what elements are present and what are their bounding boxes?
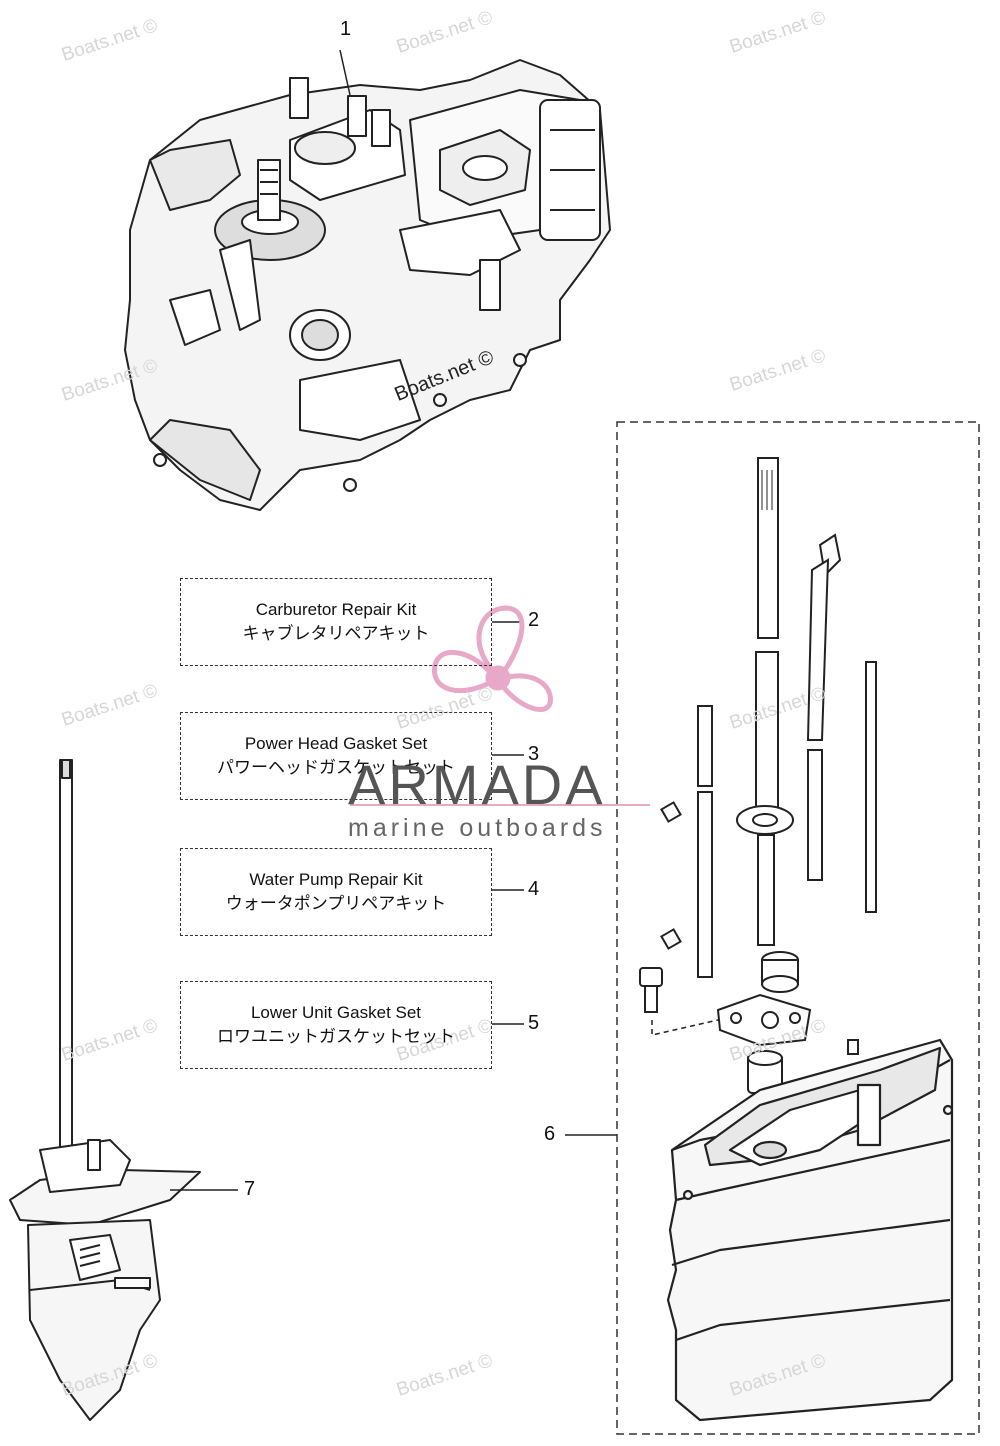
lower-unit-illustration [9,759,201,1421]
small-parts-illustration [639,951,859,1094]
water-tube-illustration [806,533,842,881]
callout-number-7[interactable]: 7 [244,1178,256,1200]
stud-bolt-illustration [865,661,877,913]
powerhead-illustration [124,49,611,511]
shift-rod-illustration [660,705,713,978]
callout-number-5[interactable]: 5 [528,1012,540,1034]
callout-number-6[interactable]: 6 [544,1123,556,1145]
kit-name-jp: キャブレタリペアキット [242,624,430,643]
kit-name-jp: ウォータポンプリペアキット [225,894,447,913]
kit-name-en: Carburetor Repair Kit [255,600,417,619]
callout-number-4[interactable]: 4 [528,878,540,900]
kit-name-jp: パワーヘッドガスケットセット [217,758,455,777]
kit-name-jp: ロワユニットガスケットセット [217,1027,455,1046]
kit-name-en: Water Pump Repair Kit [249,870,423,889]
kit-name-en: Power Head Gasket Set [244,734,428,753]
leader-lines [170,621,617,1191]
drive-shaft-housing-illustration [666,1038,954,1422]
kit-name-en: Lower Unit Gasket Set [250,1003,422,1022]
callout-number-1[interactable]: 1 [340,18,352,40]
callout-number-3[interactable]: 3 [528,743,540,765]
kit-box-carburetor[interactable]: Carburetor Repair Kit キャブレタリペアキット [180,578,492,666]
callout-number-2[interactable]: 2 [528,609,540,631]
brand-logo-tagline: marine outboards [348,814,607,842]
drive-shaft-kit-frame [616,421,980,1435]
drive-shaft-illustration [736,457,794,946]
kit-box-lower-unit-gasket[interactable]: Lower Unit Gasket Set ロワユニットガスケットセット [180,981,492,1069]
kit-box-power-head-gasket[interactable]: Power Head Gasket Set パワーヘッドガスケットセット [180,712,492,800]
brand-logo-name: ARMADA [348,753,606,816]
kit-box-water-pump[interactable]: Water Pump Repair Kit ウォータポンプリペアキット [180,848,492,936]
